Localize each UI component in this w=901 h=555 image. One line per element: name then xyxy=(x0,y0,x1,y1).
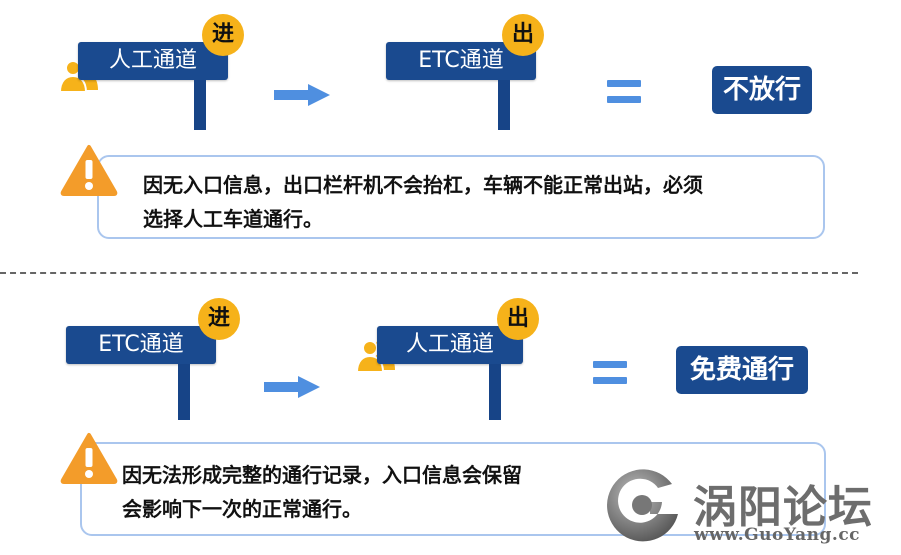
right-arrow-icon xyxy=(264,376,320,398)
top-note: 因无入口信息，出口栏杆机不会抬杠，车辆不能正常出站，必须 选择人工车道通行。 xyxy=(97,155,825,239)
section-divider xyxy=(0,272,858,274)
watermark-url: www.GuoYang.cc xyxy=(694,525,861,545)
note-line: 会影响下一次的正常通行。 xyxy=(122,497,362,521)
note-line: 因无入口信息，出口栏杆机不会抬杠，车辆不能正常出站，必须 xyxy=(143,173,703,197)
sign-board: ETC通道 xyxy=(66,326,216,364)
result-reject: 不放行 xyxy=(712,66,812,114)
sign-post xyxy=(178,364,190,420)
entry-badge: 进 xyxy=(202,14,244,56)
bottom-note: 因无法形成完整的通行记录，入口信息会保留 会影响下一次的正常通行。 xyxy=(80,442,826,536)
entry-badge: 进 xyxy=(198,298,240,340)
sign-board: 人工通道 xyxy=(377,326,523,364)
warning-icon xyxy=(60,145,118,196)
note-line: 因无法形成完整的通行记录，入口信息会保留 xyxy=(122,463,522,487)
warning-icon xyxy=(60,433,118,484)
sign-post xyxy=(498,80,510,130)
sign-board: 人工通道 xyxy=(78,42,228,80)
sign-post xyxy=(489,364,501,420)
equals-icon xyxy=(593,361,627,393)
sign-post xyxy=(194,80,206,130)
equals-icon xyxy=(607,80,641,112)
result-free: 免费通行 xyxy=(676,346,808,394)
forum-logo-icon xyxy=(607,469,678,542)
exit-badge: 出 xyxy=(497,298,539,340)
watermark-title: 涡阳论坛 xyxy=(693,482,873,533)
right-arrow-icon xyxy=(274,84,330,106)
exit-badge: 出 xyxy=(502,14,544,56)
note-line: 选择人工车道通行。 xyxy=(143,207,323,231)
